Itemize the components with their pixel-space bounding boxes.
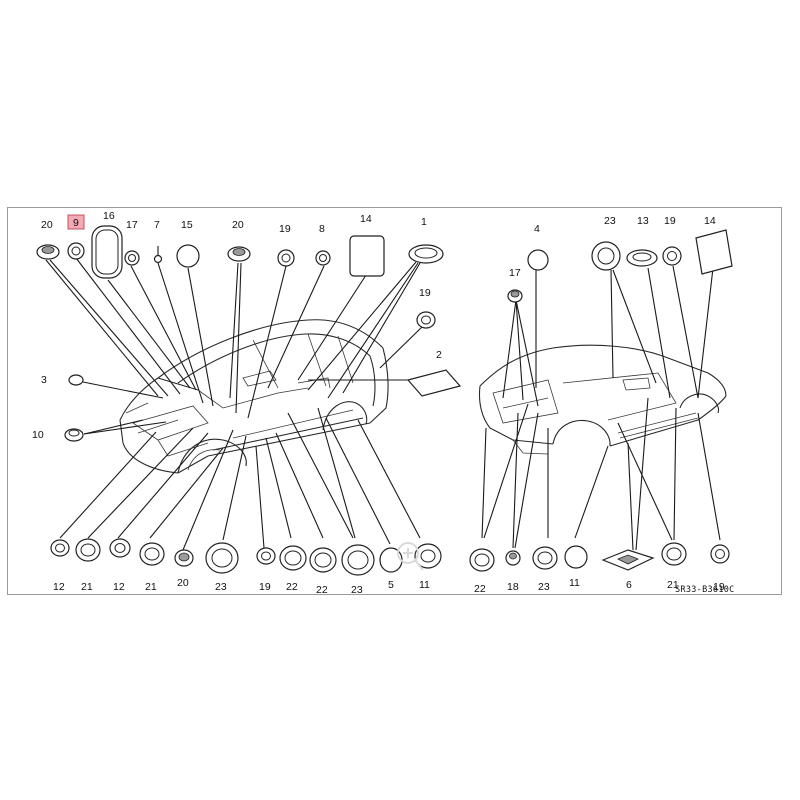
callout-12-b: 12 — [113, 581, 125, 593]
callout-1: 1 — [421, 216, 427, 228]
part-20-grommet[interactable] — [36, 244, 60, 260]
magnifier-plus-icon[interactable] — [397, 542, 424, 571]
part-22-grommet-b[interactable] — [309, 547, 337, 573]
part-19-grommet-f[interactable] — [710, 544, 730, 564]
callout-19-c: 19 — [259, 581, 271, 593]
callout-22-c: 22 — [474, 583, 486, 595]
part-15-plug[interactable] — [176, 244, 200, 268]
callout-20: 20 — [41, 219, 53, 231]
part-14-seal-b[interactable] — [695, 229, 733, 275]
callout-15: 15 — [181, 219, 193, 231]
callout-19-e: 19 — [713, 581, 725, 593]
callout-11: 11 — [419, 579, 430, 591]
callout-7: 7 — [154, 219, 160, 231]
part-9-grommet[interactable] — [67, 242, 85, 260]
callout-14: 14 — [360, 213, 372, 225]
callout-16: 16 — [103, 210, 115, 222]
part-21-grommet-c[interactable] — [661, 542, 687, 566]
callout-14-b: 14 — [704, 215, 716, 227]
callout-19: 19 — [279, 223, 291, 235]
part-19-grommet-d[interactable] — [256, 547, 276, 565]
callout-23-d: 23 — [538, 581, 550, 593]
part-11-grommet[interactable] — [414, 543, 442, 569]
part-13-grommet[interactable] — [626, 249, 658, 267]
part-19-grommet-c[interactable] — [416, 311, 436, 329]
callout-22: 22 — [286, 581, 298, 593]
leader-lines — [45, 257, 721, 551]
callout-9[interactable]: 9 — [73, 217, 79, 229]
callout-9-highlight — [67, 214, 85, 230]
callout-21: 21 — [81, 581, 93, 593]
part-3-clip[interactable] — [68, 374, 84, 386]
part-17-grommet[interactable] — [124, 250, 140, 266]
callout-20-c: 20 — [177, 577, 189, 589]
callout-22-b: 22 — [316, 584, 328, 596]
callout-labels: 20 9 16 17 7 15 20 19 8 14 1 19 2 3 10 1… — [32, 210, 735, 596]
part-2-sheet[interactable] — [406, 369, 462, 397]
part-4-plug[interactable] — [527, 249, 549, 271]
callout-13: 13 — [637, 215, 649, 227]
callout-23-b: 23 — [351, 584, 363, 596]
parts-diagram: 20 9 16 17 7 15 20 19 8 14 1 19 2 3 10 1… — [32, 210, 735, 596]
callout-21-b: 21 — [145, 581, 157, 593]
part-14-seal[interactable] — [349, 235, 385, 277]
part-23-grommet[interactable] — [205, 542, 239, 574]
callout-12: 12 — [53, 581, 65, 593]
part-22-grommet-c[interactable] — [469, 548, 495, 572]
part-10-plug[interactable] — [64, 428, 84, 442]
diagram-code: SR33-B3610C — [675, 585, 735, 595]
car-body-front-view — [119, 319, 389, 474]
callout-3: 3 — [41, 374, 47, 386]
part-7-clip[interactable] — [153, 246, 163, 264]
part-12-grommet[interactable] — [50, 539, 70, 557]
part-19-grommet[interactable] — [277, 249, 295, 267]
part-23-grommet-c[interactable] — [591, 241, 621, 271]
part-17-grommet-b[interactable] — [507, 289, 523, 303]
part-23-grommet-d[interactable] — [532, 546, 558, 570]
callout-19-d: 19 — [664, 215, 676, 227]
diagram-frame: 20 9 16 17 7 15 20 19 8 14 1 19 2 3 10 1… — [7, 207, 782, 596]
callout-2: 2 — [436, 349, 442, 361]
part-12-grommet-b[interactable] — [109, 538, 131, 558]
callout-17-b: 17 — [509, 267, 521, 279]
callout-17: 17 — [126, 219, 138, 231]
part-8-grommet[interactable] — [315, 250, 331, 266]
callout-5: 5 — [388, 579, 394, 591]
callout-18: 18 — [507, 581, 519, 593]
part-21-grommet[interactable] — [75, 538, 101, 562]
part-16-plug[interactable] — [91, 225, 123, 279]
part-20-grommet-c[interactable] — [174, 549, 194, 567]
part-20-grommet-b[interactable] — [227, 246, 251, 262]
callout-23-c: 23 — [604, 215, 616, 227]
callout-4: 4 — [534, 223, 540, 235]
callout-21-c: 21 — [667, 579, 679, 591]
part-19-grommet-e[interactable] — [662, 246, 682, 266]
callout-11-b: 11 — [569, 577, 580, 589]
callout-10: 10 — [32, 429, 44, 441]
callout-6: 6 — [626, 579, 632, 591]
callout-19-b: 19 — [419, 287, 431, 299]
part-21-grommet-b[interactable] — [139, 542, 165, 566]
part-23-grommet-b[interactable] — [341, 544, 375, 576]
car-body-rear-view — [478, 344, 727, 455]
part-22-grommet[interactable] — [279, 545, 307, 571]
callout-23: 23 — [215, 581, 227, 593]
part-1-grommet[interactable] — [408, 244, 444, 264]
callout-20-b: 20 — [232, 219, 244, 231]
callout-8: 8 — [319, 223, 325, 235]
part-18-grommet[interactable] — [505, 550, 521, 566]
part-11-plug[interactable] — [564, 545, 588, 569]
part-6-pad[interactable] — [601, 549, 655, 571]
